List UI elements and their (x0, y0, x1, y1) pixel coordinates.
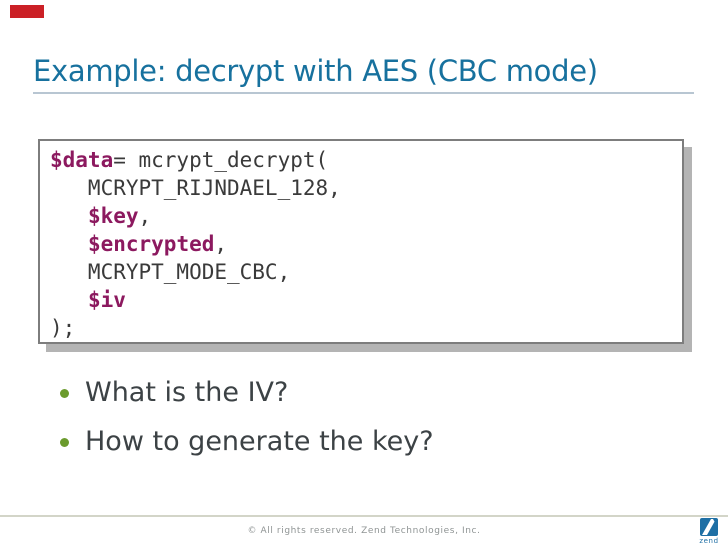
code-text (50, 288, 88, 312)
bullet-text: How to generate the key? (85, 426, 434, 457)
code-line: MCRYPT_RIJNDAEL_128, (50, 174, 672, 202)
title-underline (33, 92, 694, 94)
code-line: $iv (50, 286, 672, 314)
zend-wordmark: zend (699, 537, 719, 545)
code-text (50, 204, 88, 228)
code-variable: $key (87, 204, 139, 228)
bullet-list: What is the IV? How to generate the key? (60, 378, 434, 476)
bullet-item: How to generate the key? (60, 427, 434, 457)
code-text: MCRYPT_MODE_CBC, (50, 260, 291, 284)
code-block: $data= mcrypt_decrypt( MCRYPT_RIJNDAEL_1… (38, 139, 684, 344)
bullet-dot-icon (60, 438, 69, 447)
zend-z-icon (700, 518, 718, 536)
code-text (50, 232, 88, 256)
code-line: $key, (50, 202, 672, 230)
code-pre: $data= mcrypt_decrypt( MCRYPT_RIJNDAEL_1… (40, 141, 682, 347)
bullet-text: What is the IV? (85, 377, 289, 408)
code-text: , (138, 204, 152, 228)
code-line: ); (50, 314, 672, 342)
copyright-text: © All rights reserved. Zend Technologies… (247, 526, 481, 536)
code-text: , (214, 232, 228, 256)
code-line: $encrypted, (50, 230, 672, 258)
code-line: $data= mcrypt_decrypt( (50, 146, 672, 174)
footer-divider (0, 515, 728, 517)
code-variable: $data (50, 148, 114, 172)
code-text: MCRYPT_RIJNDAEL_128, (50, 176, 341, 200)
code-text: ); (50, 316, 76, 340)
red-accent-bar (10, 5, 44, 18)
code-text: = mcrypt_decrypt( (113, 148, 329, 172)
bullet-item: What is the IV? (60, 378, 434, 408)
code-line: MCRYPT_MODE_CBC, (50, 258, 672, 286)
slide-title: Example: decrypt with AES (CBC mode) (33, 54, 598, 88)
code-variable: $encrypted (87, 232, 215, 256)
code-variable: $iv (87, 288, 126, 312)
bullet-dot-icon (60, 389, 69, 398)
zend-logo: zend (696, 518, 722, 545)
